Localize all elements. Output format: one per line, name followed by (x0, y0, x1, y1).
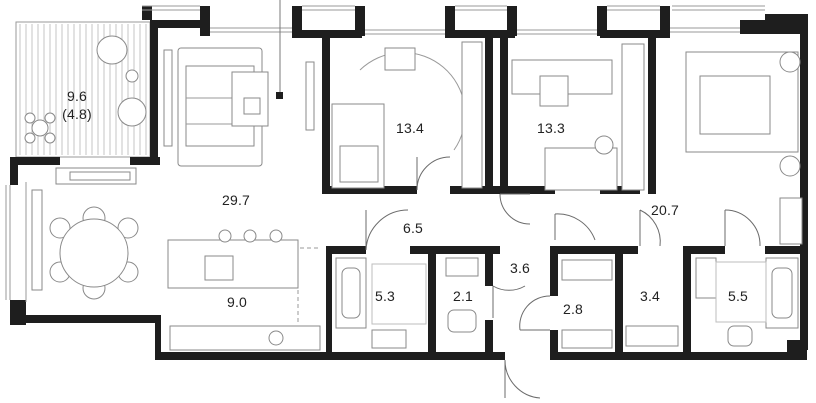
bathroom-1-fixtures (335, 257, 427, 349)
master-bedroom-furniture (685, 51, 803, 245)
living-room-area-label: 29.7 (221, 192, 251, 208)
wardrobe-area-label: 3.4 (639, 288, 661, 304)
balcony-area-secondary-label: (4.8) (62, 106, 92, 122)
balcony-furniture (24, 35, 147, 144)
bathroom-2-fixtures (695, 257, 799, 347)
exterior-walls (10, 6, 808, 360)
storage-shelving (561, 259, 679, 349)
bedroom-2-furniture (511, 43, 645, 191)
doors (365, 156, 761, 399)
corridor-area-label: 3.6 (509, 260, 531, 276)
interior-walls (322, 36, 805, 356)
storage-area-label: 2.8 (562, 301, 584, 317)
wc-fixtures (445, 257, 479, 333)
kitchen-furniture (167, 229, 321, 351)
balcony-area-label: 9.6 (66, 88, 88, 104)
bedroom-1-area-label: 13.4 (395, 120, 425, 136)
bedroom-2-area-label: 13.3 (536, 120, 566, 136)
wc-area-label: 2.1 (452, 288, 474, 304)
bathroom-1-area-label: 5.3 (374, 288, 396, 304)
master-bedroom-area-label: 20.7 (650, 202, 680, 218)
bathroom-2-area-label: 5.5 (727, 288, 749, 304)
hall-area-label: 6.5 (402, 220, 424, 236)
living-furniture (163, 0, 315, 167)
windows (5, 5, 765, 302)
bedroom-1-furniture (331, 41, 483, 189)
dining-furniture (31, 167, 139, 300)
kitchen-area-label: 9.0 (226, 294, 248, 310)
